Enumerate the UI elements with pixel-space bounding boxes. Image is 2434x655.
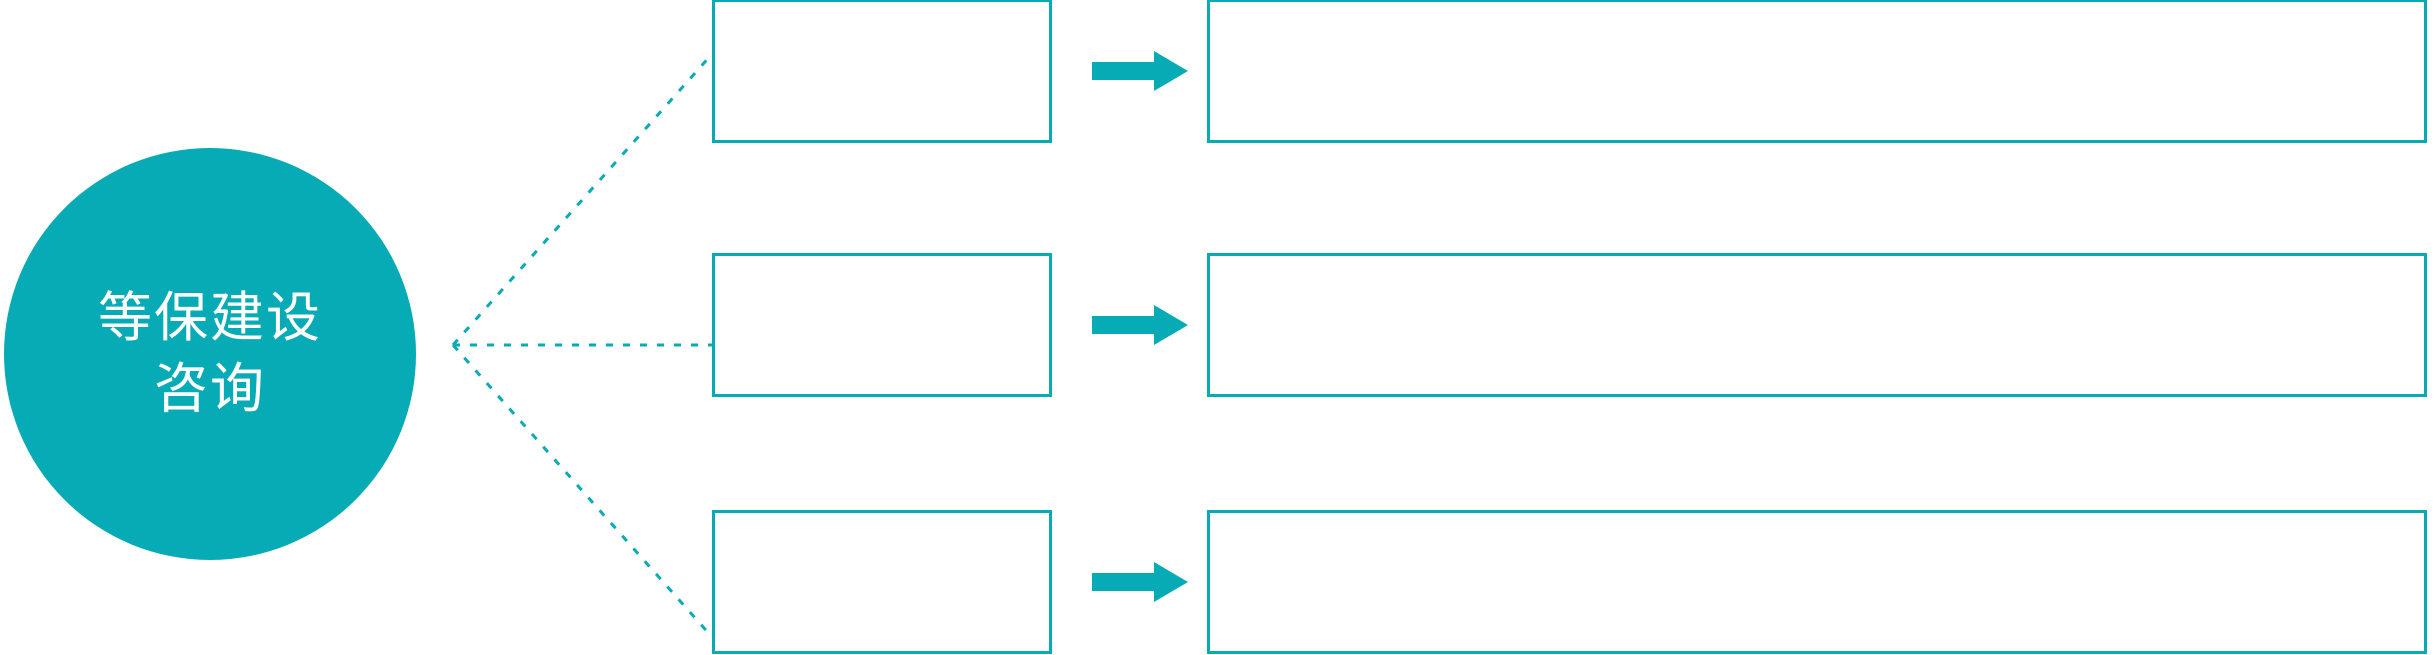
detail-box-2-label xyxy=(1210,256,2424,292)
detail-box-3-label xyxy=(1210,513,2424,549)
hub-label: 等保建设 咨询 xyxy=(98,287,322,419)
detail-box-1-label xyxy=(1210,2,2424,38)
diagram-row-2 xyxy=(0,253,2434,397)
stage-box-2[interactable] xyxy=(712,253,1052,397)
stage-box-3[interactable] xyxy=(712,510,1052,654)
right-block-arrow-icon-2 xyxy=(1092,305,1188,345)
stage-box-1[interactable] xyxy=(712,0,1052,143)
stage-box-2-label xyxy=(715,256,1049,292)
stage-box-3-label xyxy=(715,513,1049,549)
detail-box-3[interactable] xyxy=(1207,510,2427,654)
hub-circle[interactable]: 等保建设 咨询 xyxy=(4,148,416,560)
diagram-row-1 xyxy=(0,0,2434,143)
diagram-row-3 xyxy=(0,510,2434,654)
right-block-arrow-icon-1 xyxy=(1092,51,1188,91)
stage-box-1-label xyxy=(715,2,1049,38)
detail-box-1[interactable] xyxy=(1207,0,2427,143)
detail-box-2[interactable] xyxy=(1207,253,2427,397)
right-block-arrow-icon-3 xyxy=(1092,562,1188,602)
